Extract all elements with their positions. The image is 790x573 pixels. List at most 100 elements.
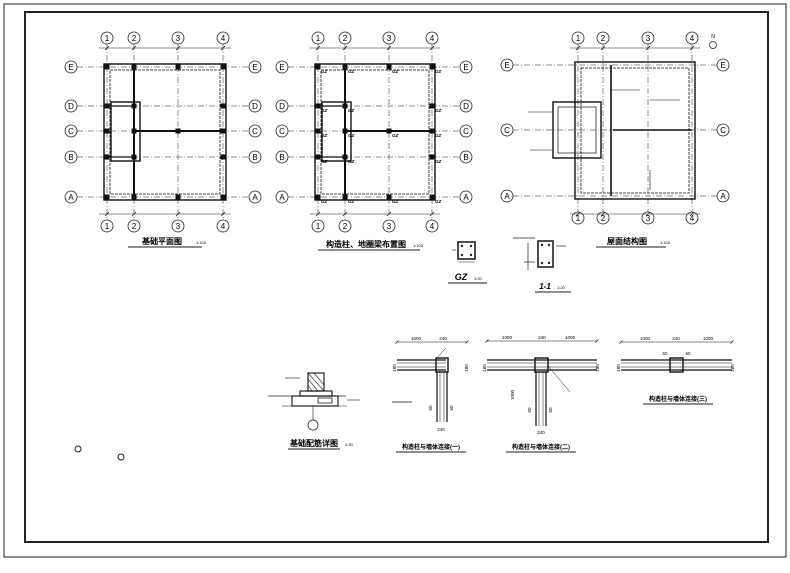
axis-label-x: 1: [105, 222, 110, 231]
axis-label-y: C: [279, 127, 285, 136]
column-mark: [315, 154, 321, 160]
axis-bubble-y: [64, 60, 78, 74]
dimension-label: 60: [685, 351, 691, 356]
axis-label-y: E: [504, 61, 509, 70]
column-mark: [386, 128, 392, 134]
section-label: 1-1: [539, 282, 551, 291]
axis-bubble-x: [171, 219, 185, 233]
leader: [547, 365, 571, 393]
footing-title: 基础配筋详图: [289, 438, 338, 448]
axis-label-y: B: [252, 153, 257, 162]
axis-bubble-y: [459, 124, 473, 138]
column-mark: [104, 103, 110, 109]
axis-bubble-y: [275, 124, 289, 138]
axis-bubble-y: [716, 123, 730, 137]
column-tag: GZ: [435, 108, 442, 113]
dimension-label: 180: [730, 364, 735, 372]
axis-label-x: 4: [430, 34, 435, 43]
column-tag: GZ: [321, 133, 328, 138]
column-mark: [386, 194, 392, 200]
column-tag: GZ: [348, 69, 355, 74]
axis-label-x: 4: [690, 34, 695, 43]
dimension-label: 240: [439, 336, 447, 341]
column-mark: [315, 128, 321, 134]
axis-bubble-y: [500, 58, 514, 72]
column-mark: [220, 154, 226, 160]
axis-bubble-y: [500, 189, 514, 203]
axis-bubble-y: [248, 124, 262, 138]
axis-label-y: A: [279, 193, 285, 202]
annex-room: [321, 101, 352, 162]
axis-label-y: A: [463, 193, 469, 202]
column-mark: [315, 194, 321, 200]
axis-label-x: 1: [316, 222, 321, 231]
axis-label-x: 1: [105, 34, 110, 43]
column-tag: GZ: [392, 69, 399, 74]
column-mark: [131, 103, 137, 109]
column-mark: [386, 64, 392, 70]
axis-bubble-x: [641, 211, 655, 225]
conn2-title: 构造柱与墙体连接(二): [512, 443, 570, 451]
axis-bubble-y: [459, 190, 473, 204]
axis-label-y: C: [720, 126, 726, 135]
axis-bubble-y: [275, 99, 289, 113]
axis-bubble-x: [100, 31, 114, 45]
axis-label-y: A: [252, 193, 258, 202]
axis-label-y: C: [68, 127, 74, 136]
roof-plan-title: 屋面结构图: [607, 236, 647, 246]
axis-bubble-y: [248, 190, 262, 204]
axis-label-y: E: [720, 61, 725, 70]
column-tag: GZ: [321, 159, 328, 164]
axis-bubble-y: [275, 60, 289, 74]
axis-bubble-x: [382, 31, 396, 45]
axis-bubble-x: [338, 219, 352, 233]
column-mark: [315, 64, 321, 70]
column-tag: GZ: [392, 199, 399, 204]
gz-label: GZ: [455, 272, 468, 282]
column-mark: [429, 103, 435, 109]
footing-scale: 1:30: [345, 442, 354, 447]
column-plan-scale: 1:100: [413, 243, 424, 248]
axis-label-y: E: [463, 63, 468, 72]
column-tag: GZ: [348, 108, 355, 113]
axis-label-x: 4: [430, 222, 435, 231]
section-scale: 1:20: [557, 285, 566, 290]
axis-bubble-x: [216, 219, 230, 233]
dimension-label: 1000: [640, 336, 651, 341]
axis-bubble-x: [127, 31, 141, 45]
roof-annex-inner: [557, 106, 597, 154]
axis-label-x: 4: [690, 214, 695, 223]
column-mark: [220, 103, 226, 109]
inner-border: [24, 11, 769, 543]
column-tag: GZ: [321, 69, 328, 74]
column-mark: [131, 128, 137, 134]
column-mark: [342, 64, 348, 70]
column-mark: [429, 154, 435, 160]
axis-label-y: D: [252, 102, 258, 111]
dimension-label: 180: [464, 364, 469, 372]
column-tag: GZ: [435, 159, 442, 164]
axis-label-x: 2: [601, 214, 606, 223]
column-mark: [175, 128, 181, 134]
foundation-plan-title: 基础平面图: [141, 236, 182, 246]
axis-label-y: E: [252, 63, 257, 72]
dimension-label: 180: [392, 364, 397, 372]
axis-label-y: A: [504, 192, 510, 201]
gz-column: [669, 357, 684, 373]
footing-detail: [268, 372, 360, 431]
axis-label-x: 2: [601, 34, 606, 43]
column-mark: [342, 128, 348, 134]
column-mark: [220, 128, 226, 134]
column-mark: [104, 154, 110, 160]
dimension-label: 240: [538, 335, 546, 340]
axis-label-x: 1: [576, 214, 581, 223]
column-tag: GZ: [321, 108, 328, 113]
dimension-label: 180: [482, 364, 487, 372]
axis-bubble-x: [311, 219, 325, 233]
column-mark: [342, 154, 348, 160]
axis-label-x: 2: [343, 34, 348, 43]
axis-bubble-y: [64, 190, 78, 204]
roof-plan-scale: 1:100: [660, 240, 671, 245]
axis-label-x: 2: [132, 34, 137, 43]
